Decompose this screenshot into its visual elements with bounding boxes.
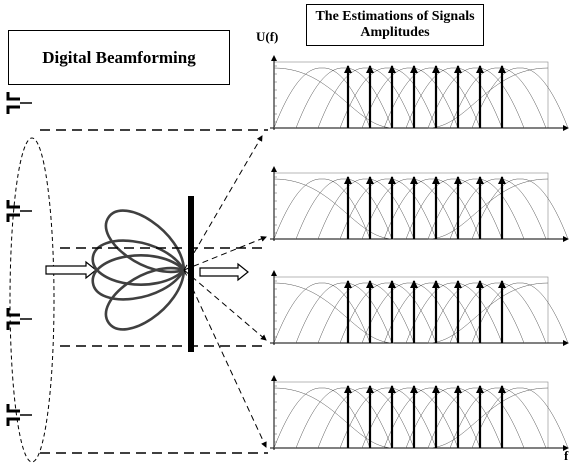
band-response-curve [427,67,525,129]
band-response-curve [405,282,503,344]
edge-curve [427,178,549,240]
antenna-element [6,200,32,222]
band-response-curve [405,67,503,129]
band-response-curve [361,387,459,449]
beam-lobe [104,209,186,274]
antenna-element [6,92,32,114]
beam-direction-arrow [183,236,267,271]
output-arrow [199,262,249,282]
band-response-curve [449,178,547,240]
edge-curve [273,282,395,344]
band-response-curve [273,178,371,240]
band-response-curve [273,387,371,449]
beam-lobe [104,266,186,331]
band-response-curve [295,387,393,449]
band-response-curve [449,67,547,129]
band-response-curve [449,387,547,449]
band-response-curve [273,282,371,344]
edge-curve [273,178,395,240]
y-axis-label: U(f) [256,29,279,44]
band-response-curve [383,67,481,129]
beam-lobe [91,254,186,301]
antenna-array-outline [9,137,55,463]
beam-direction-arrow [183,135,263,271]
band-response-curve [339,67,437,129]
band-response-curve [427,282,525,344]
band-response-curve [273,67,371,129]
band-response-curve [339,387,437,449]
band-response-curve [361,67,459,129]
band-response-curve [383,178,481,240]
x-axis-label: f [564,448,569,463]
band-response-curve [405,178,503,240]
band-response-curve [295,67,393,129]
amplitude-panel [270,375,569,451]
band-response-curve [361,178,459,240]
antenna-element [6,308,32,330]
band-response-curve [383,282,481,344]
estimations-title-line-1: The Estimations of Signals [315,9,475,24]
edge-curve [427,67,549,129]
band-response-curve [471,387,569,449]
beam-connectors [40,129,268,454]
amplitude-panel [270,166,569,242]
band-response-curve [383,387,481,449]
band-response-curve [471,67,569,129]
edge-curve [273,387,395,449]
band-response-curve [471,282,569,344]
band-response-curve [427,178,525,240]
band-response-curve [339,282,437,344]
band-response-curve [317,67,415,129]
amplitude-panel [270,55,569,131]
band-response-curve [427,387,525,449]
band-response-curve [449,282,547,344]
beam-pattern [45,196,249,352]
amplitude-panels [270,55,569,451]
band-response-curve [295,282,393,344]
band-response-curve [361,282,459,344]
edge-curve [273,67,395,129]
digital-beamforming-title: Digital Beamforming [42,47,196,67]
band-response-curve [317,387,415,449]
antenna-array [6,92,55,463]
beam-direction-arrow [183,269,267,341]
estimations-title-line-2: Amplitudes [360,25,430,40]
amplitude-panel [270,270,569,346]
band-response-curve [405,387,503,449]
band-response-curve [317,178,415,240]
antenna-element [6,404,32,426]
band-response-curve [295,178,393,240]
input-arrow [45,260,97,280]
edge-curve [427,387,549,449]
edge-curve [427,282,549,344]
digital-beamforming-title-box: Digital Beamforming [8,30,230,85]
band-response-curve [339,178,437,240]
band-response-curve [471,178,569,240]
estimations-title-box: The Estimations of Signals Amplitudes [306,4,484,46]
beam-direction-arrow [183,269,267,448]
band-response-curve [317,282,415,344]
